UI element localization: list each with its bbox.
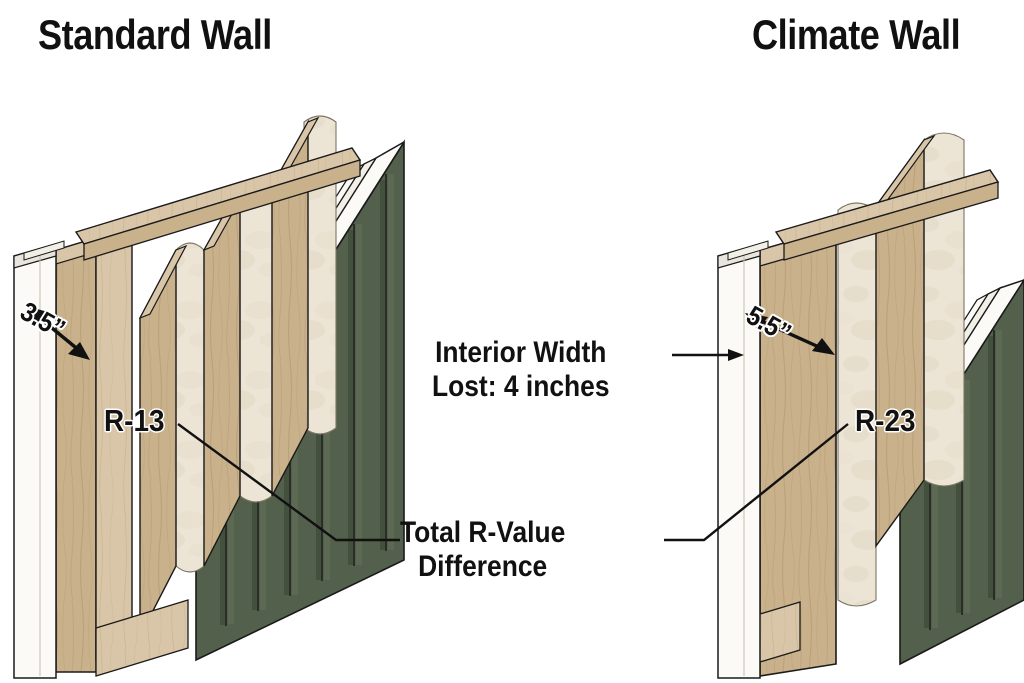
title-standard-wall: Standard Wall [38, 11, 272, 58]
dimension-arrow-left [26, 306, 90, 360]
climate-wall-assembly [717, 132, 1024, 679]
standard-wall-assembly [13, 115, 405, 679]
callout-interior-width: Interior Width Lost: 4 inches [432, 336, 610, 403]
climate-wall-studs [759, 134, 936, 677]
climate-wall-top-plate [774, 169, 1000, 261]
standard-wall-top-plate [74, 147, 362, 261]
callout-total-rvalue-line2: Difference [418, 549, 548, 583]
title-climate-wall: Climate Wall [752, 11, 961, 58]
standard-wall-cavity [55, 115, 362, 677]
r-value-label-standard: R-13 [104, 403, 165, 438]
r-value-label-climate: R-23 [855, 403, 916, 438]
standard-wall-drywall [13, 240, 65, 679]
callout-total-rvalue: Total R-Value Difference [400, 516, 565, 583]
callout-interior-width-line1: Interior Width [435, 336, 607, 369]
leader-r23 [664, 423, 849, 542]
leader-r13 [177, 423, 400, 542]
callout-total-rvalue-line1: Total R-Value [400, 516, 566, 549]
callout-interior-width-line2: Lost: 4 inches [432, 369, 610, 403]
climate-wall-cavity [739, 132, 1000, 677]
leader-interior-width [672, 349, 744, 361]
climate-wall-insulation [837, 132, 965, 607]
dimension-arrow-right [745, 313, 835, 355]
standard-wall-bottom-plate [95, 599, 189, 677]
